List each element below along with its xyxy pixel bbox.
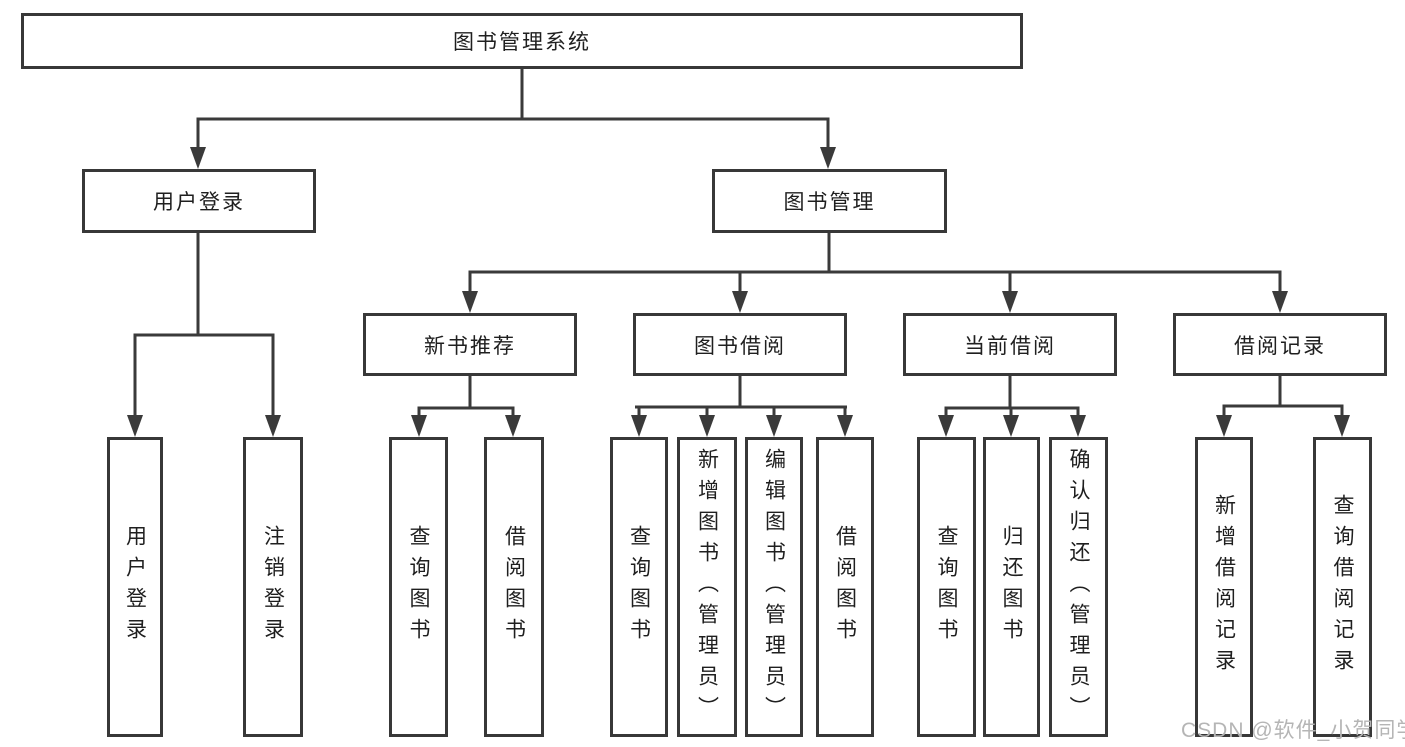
node-new-book-recommendation: 新书推荐: [363, 313, 577, 376]
leaf-query-books-recommend: 查询图书: [389, 437, 448, 737]
csdn-watermark: CSDN @软件_小贺同学: [1181, 719, 1405, 742]
leaf-edit-books-admin: 编辑图书（管理员）: [745, 437, 803, 737]
node-user-login: 用户登录: [82, 169, 316, 233]
arrow-down-icons: [127, 147, 1350, 437]
leaf-borrow-books-recommend: 借阅图书: [484, 437, 544, 737]
leaf-confirm-return-admin: 确认归还（管理员）: [1049, 437, 1108, 737]
node-borrowing-records: 借阅记录: [1173, 313, 1387, 376]
leaf-add-books-admin: 新增图书（管理员）: [677, 437, 737, 737]
node-book-borrowing: 图书借阅: [633, 313, 847, 376]
leaf-return-books: 归还图书: [983, 437, 1040, 737]
leaf-add-borrow-record: 新增借阅记录: [1195, 437, 1253, 737]
node-library-management-system: 图书管理系统: [21, 13, 1023, 69]
node-book-management: 图书管理: [712, 169, 947, 233]
leaf-query-books-current: 查询图书: [917, 437, 976, 737]
leaf-borrow-books: 借阅图书: [816, 437, 874, 737]
leaf-logout: 注销登录: [243, 437, 303, 737]
leaf-query-borrow-record: 查询借阅记录: [1313, 437, 1372, 737]
leaf-user-login: 用户登录: [107, 437, 163, 737]
leaf-query-books-borrowing: 查询图书: [610, 437, 668, 737]
node-current-borrowing: 当前借阅: [903, 313, 1117, 376]
